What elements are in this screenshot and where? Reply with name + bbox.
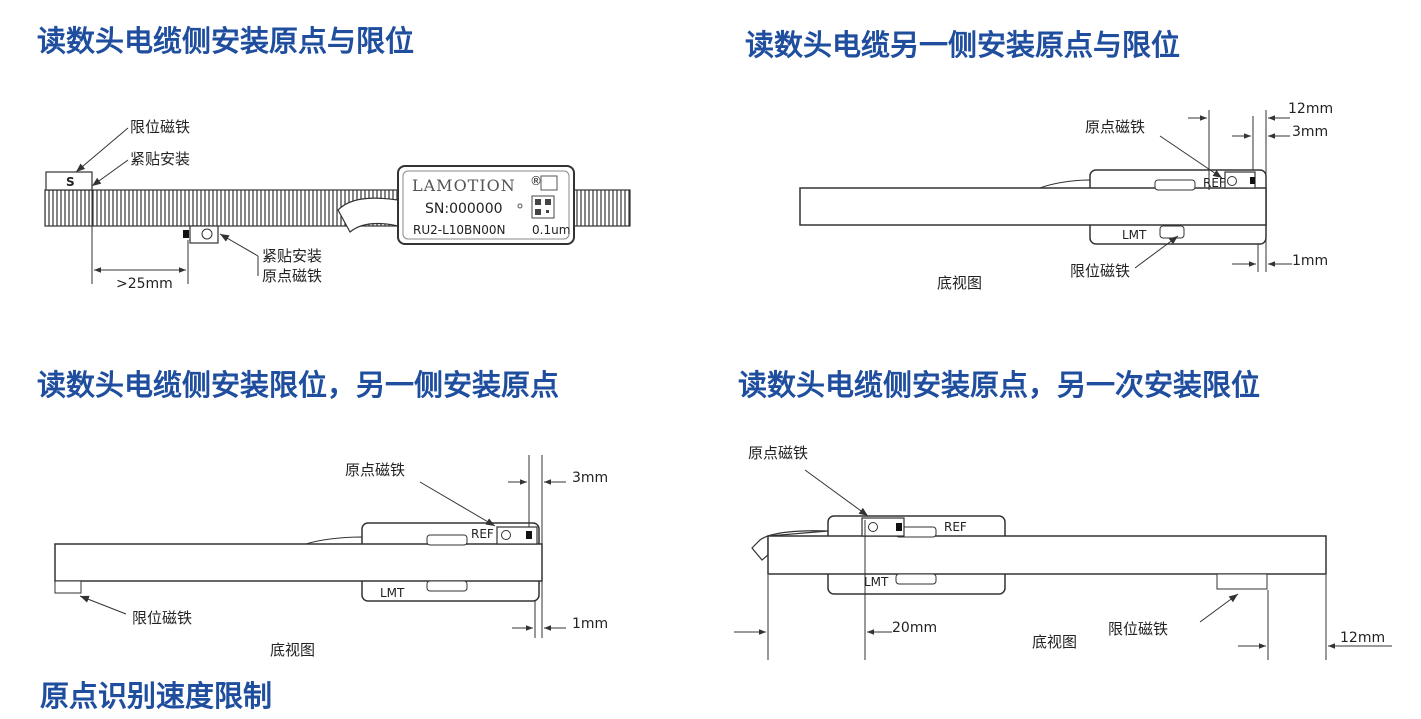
label-limit-magnet: 限位磁铁: [1070, 262, 1130, 280]
resolution: 0.1um: [532, 223, 570, 237]
diagram-cable-side-origin-opposite-limit: REF LMT 原点磁铁 限位磁铁 底视图 20mm 12mm: [734, 444, 1392, 660]
dim-20mm: 20mm: [892, 620, 937, 636]
dim-25mm: >25mm: [116, 276, 173, 292]
label-flush-mount-bottom: 紧贴安装: [262, 247, 322, 265]
heading-q2: 读数头电缆另一侧安装原点与限位: [745, 28, 1181, 62]
limit-magnet-block: [1216, 573, 1268, 590]
dim-12mm: 12mm: [1288, 101, 1333, 117]
model-number: RU2-L10BN00N: [413, 223, 506, 237]
dim-3mm: 3mm: [1292, 124, 1328, 140]
label-limit-magnet: 限位磁铁: [1108, 620, 1168, 638]
lmt-label: LMT: [1122, 228, 1147, 242]
scale-bar: [799, 187, 1267, 226]
label-limit-magnet: 限位磁铁: [132, 609, 192, 627]
dim-1mm: 1mm: [572, 616, 608, 632]
magnet-s-mark: S: [66, 175, 75, 189]
diagram-opposite-side-origin-limit: REF LMT 原点磁铁 限位磁铁 底视图 12mm 3mm 1mm: [799, 101, 1333, 292]
scale-bar: [767, 535, 1327, 575]
ref-label: REF: [471, 527, 494, 541]
label-origin-magnet: 原点磁铁: [1085, 118, 1145, 136]
diagram-cable-side-limit-opposite-origin: REF LMT 限位磁铁 底视图 原点磁铁 3mm 1mm: [54, 455, 608, 659]
bottom-view-label: 底视图: [1032, 633, 1077, 651]
readhead-body: [397, 165, 575, 245]
label-flush-mount-top: 紧贴安装: [130, 150, 190, 168]
heading-q3: 读数头电缆侧安装限位，另一侧安装原点: [37, 368, 560, 402]
dim-1mm: 1mm: [1292, 253, 1328, 269]
heading-q1: 读数头电缆侧安装原点与限位: [37, 24, 415, 58]
heading-footer: 原点识别速度限制: [40, 679, 273, 713]
label-origin-magnet: 原点磁铁: [748, 444, 808, 462]
brand-lamotion: LAMOTION: [412, 176, 516, 195]
label-origin-magnet: 原点磁铁: [345, 461, 405, 479]
bottom-view-label: 底视图: [270, 641, 315, 659]
label-origin-magnet: 原点磁铁: [262, 267, 322, 285]
label-limit-magnet: 限位磁铁: [130, 118, 190, 136]
lmt-label: LMT: [380, 586, 405, 600]
ref-label: REF: [944, 520, 967, 534]
limit-magnet-block: [54, 580, 82, 594]
diagram-cable-side-origin-limit: S 限位磁铁 紧贴安装 >25mm 紧贴安装 原点磁铁 LAMOTION ® S…: [44, 118, 631, 292]
serial-number: SN:000000: [425, 201, 503, 217]
dim-12mm: 12mm: [1340, 630, 1385, 646]
bottom-view-label: 底视图: [937, 274, 982, 292]
scale-bar: [54, 543, 543, 582]
heading-q4: 读数头电缆侧安装原点，另一次安装限位: [738, 368, 1261, 402]
ref-label: REF: [1203, 176, 1226, 190]
dim-3mm: 3mm: [572, 470, 608, 486]
registered-mark: ®: [530, 174, 542, 188]
lmt-label: LMT: [864, 575, 889, 589]
